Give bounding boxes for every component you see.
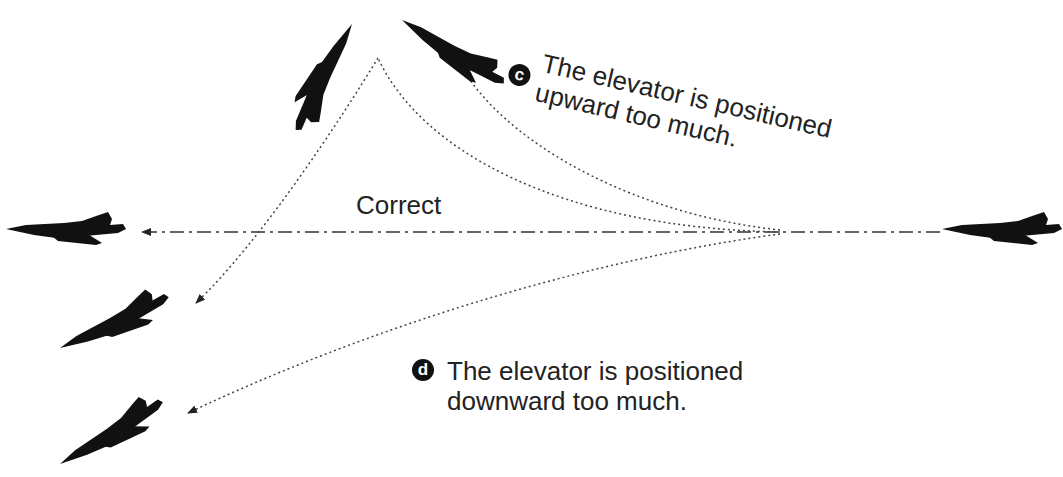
callout-letter: d	[412, 359, 434, 381]
aircraft	[942, 212, 1062, 245]
upward-path-return	[196, 58, 378, 303]
callout-text: The elevator is positioned downward too …	[447, 356, 792, 416]
callout-letter: c	[506, 62, 532, 88]
callout-text: The elevator is positioned upward too mu…	[533, 48, 883, 184]
aircraft	[53, 282, 176, 363]
path-label: Correct	[356, 190, 441, 220]
correct-path	[142, 231, 940, 233]
aircraft	[6, 212, 126, 245]
aircraft	[282, 16, 367, 137]
aircraft	[51, 388, 171, 477]
aircraft	[394, 6, 513, 98]
